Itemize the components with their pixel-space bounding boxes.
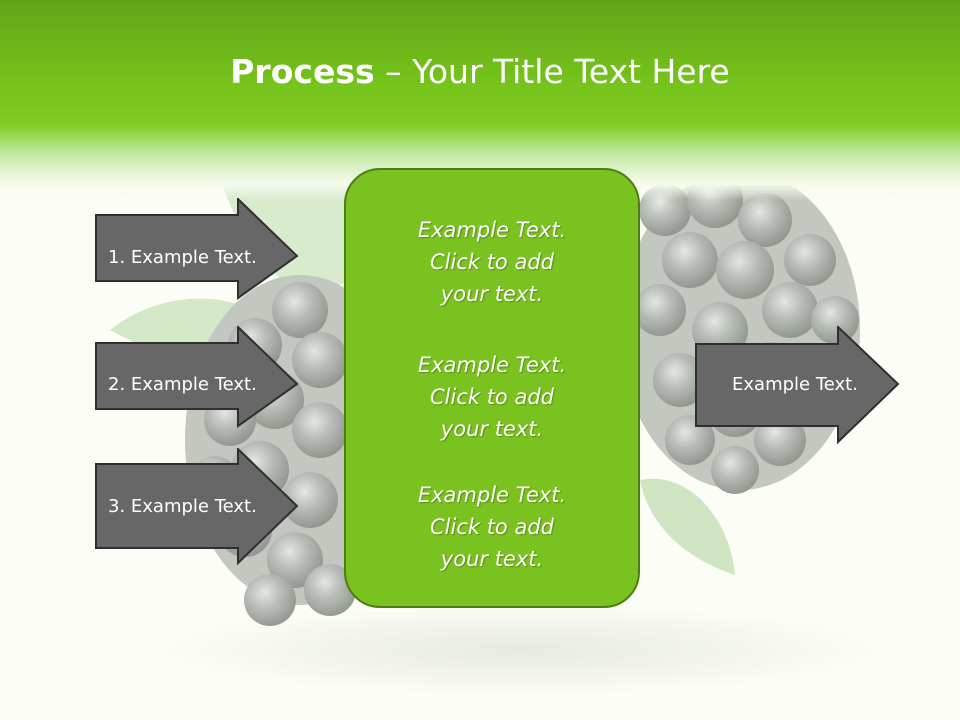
slide-title[interactable]: Process – Your Title Text Here xyxy=(0,52,960,91)
title-rest: – Your Title Text Here xyxy=(374,52,730,91)
header-band xyxy=(0,0,960,200)
arrow-shape xyxy=(95,448,299,566)
paragraph-line: your text. xyxy=(440,417,544,441)
output-arrow[interactable]: Example Text. xyxy=(695,326,900,444)
arrow-shape xyxy=(95,198,299,300)
paragraph-line: Click to add xyxy=(429,515,554,539)
arrow-shape xyxy=(95,326,299,428)
paragraph-line: Example Text. xyxy=(417,218,567,242)
step-label-1: 1. Example Text. xyxy=(108,246,257,268)
arrow-shape xyxy=(695,326,900,444)
paragraph-line: Example Text. xyxy=(417,353,567,377)
paragraph-line: your text. xyxy=(440,547,544,571)
step-arrow-2[interactable]: 2. Example Text. xyxy=(95,326,299,428)
paragraph-line: Click to add xyxy=(429,385,554,409)
step-label-3: 3. Example Text. xyxy=(108,495,257,517)
center-paragraph-2: Example Text. Click to add your text. xyxy=(346,349,638,445)
paragraph-line: Click to add xyxy=(429,250,554,274)
step-arrow-3[interactable]: 3. Example Text. xyxy=(95,448,299,566)
output-label: Example Text. xyxy=(732,373,858,395)
title-bold: Process xyxy=(230,52,375,91)
paragraph-line: Example Text. xyxy=(417,483,567,507)
step-arrow-1[interactable]: 1. Example Text. xyxy=(95,198,299,300)
center-content-box[interactable]: Example Text. Click to add your text. Ex… xyxy=(344,168,640,608)
center-paragraph-1: Example Text. Click to add your text. xyxy=(346,214,638,310)
paragraph-line: your text. xyxy=(440,282,544,306)
step-label-2: 2. Example Text. xyxy=(108,373,257,395)
center-paragraph-3: Example Text. Click to add your text. xyxy=(346,479,638,575)
